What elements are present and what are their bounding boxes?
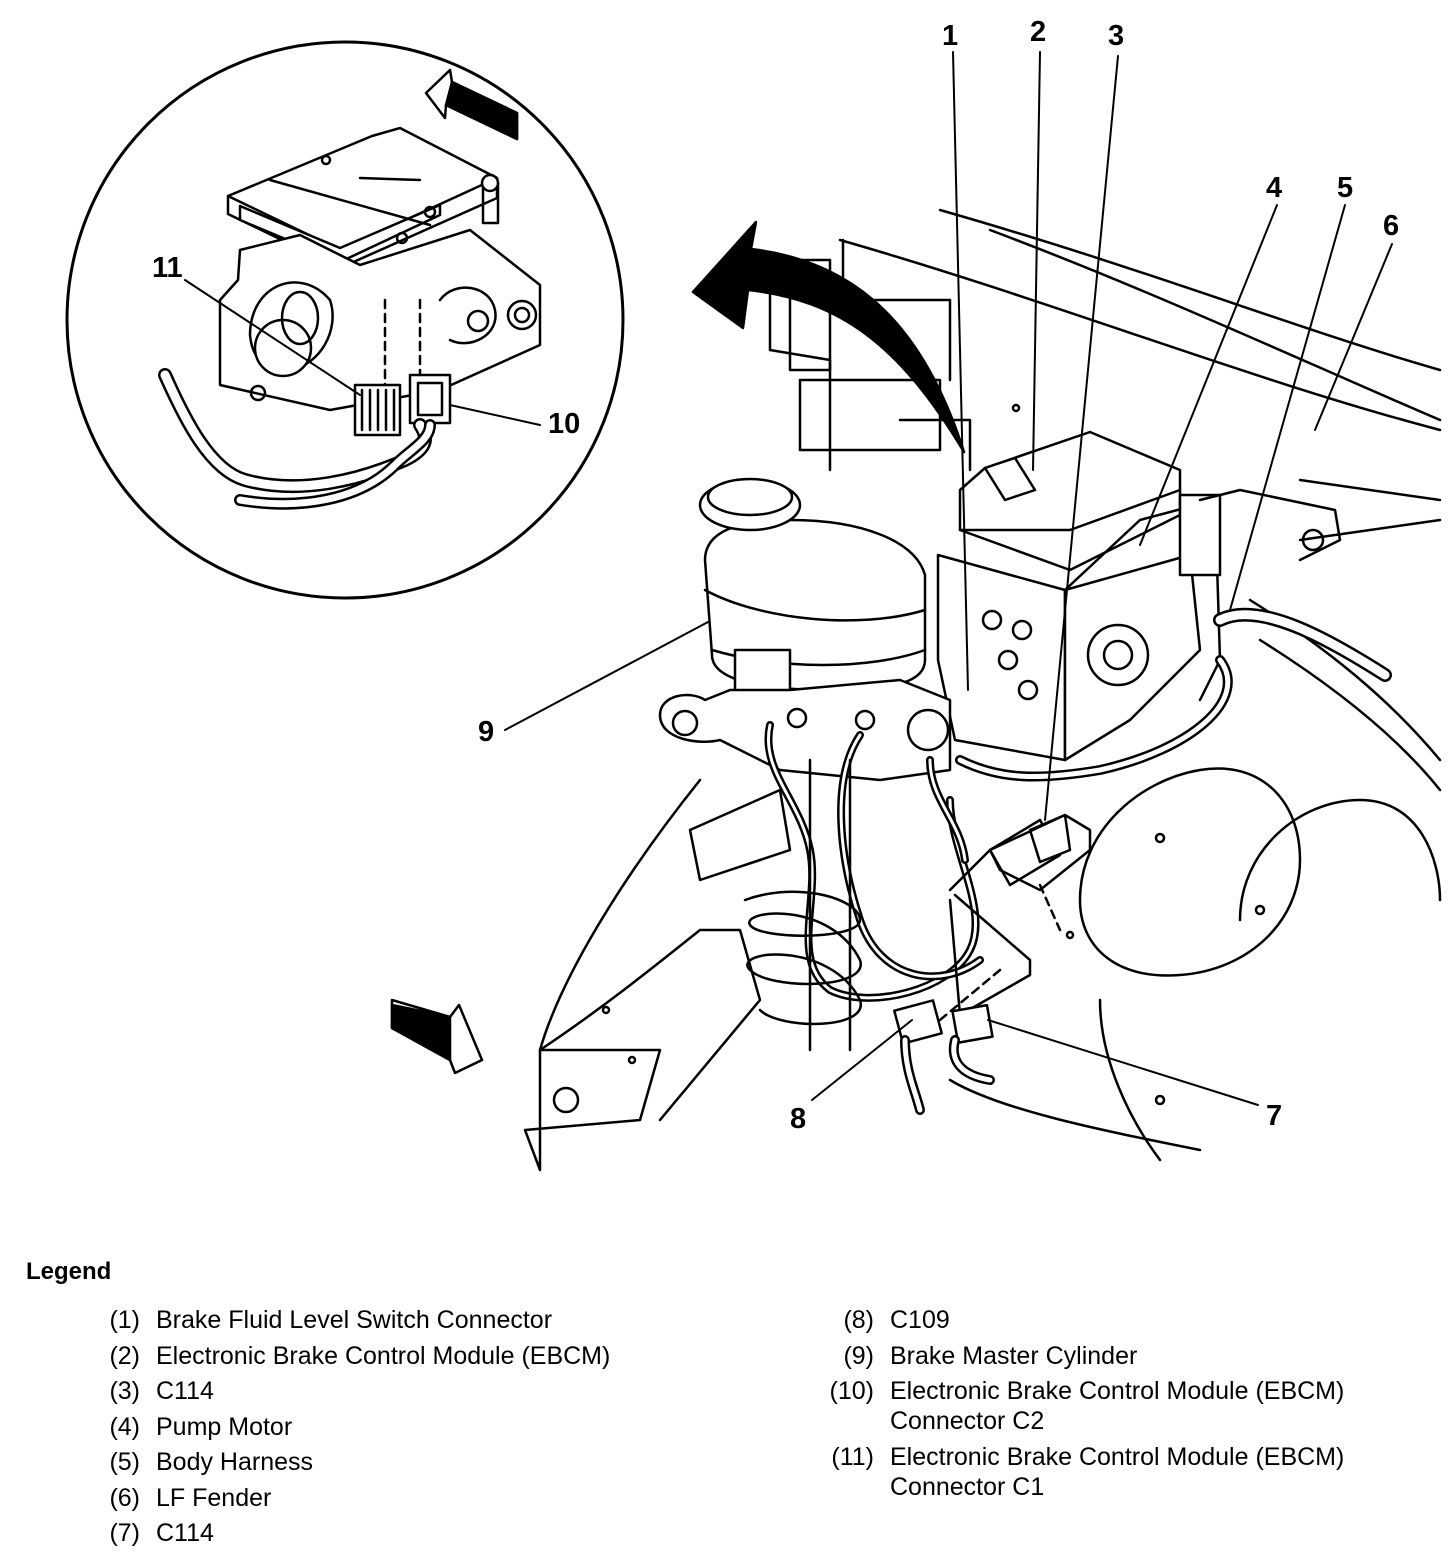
legend-number: (6) xyxy=(109,1483,140,1512)
legend-item: (10) Electronic Brake Control Module (EBC… xyxy=(822,1376,1400,1436)
legend-item: (5) Body Harness xyxy=(88,1447,610,1477)
legend-text: C114 xyxy=(156,1377,214,1405)
legend-number: (10) xyxy=(829,1377,874,1405)
legend-item: (1) Brake Fluid Level Switch Connector xyxy=(88,1305,610,1335)
leader-lines xyxy=(504,51,1393,1106)
callout-5: 5 xyxy=(1337,172,1354,204)
legend-number: (5) xyxy=(109,1448,140,1476)
forward-arrow-icon xyxy=(424,68,519,141)
legend-number: (2) xyxy=(109,1341,140,1370)
callout-7: 7 xyxy=(1266,1100,1283,1132)
legend-text: Body Harness xyxy=(156,1448,314,1476)
legend-number: (8) xyxy=(843,1306,874,1334)
legend-item: (2) Electronic Brake Control Module (EBCM… xyxy=(88,1341,610,1371)
legend-title: Legend xyxy=(26,1258,112,1285)
callout-6: 6 xyxy=(1383,210,1400,242)
legend-item: (3) C114 xyxy=(88,1376,610,1406)
legend-left-column: (1) Brake Fluid Level Switch Connector (2… xyxy=(88,1305,610,1554)
callout-1: 1 xyxy=(942,20,959,52)
legend-text: Brake Master Cylinder xyxy=(890,1341,1138,1370)
legend-item: (6) LF Fender xyxy=(88,1483,610,1513)
legend-number: (1) xyxy=(109,1306,140,1334)
legend-number: (3) xyxy=(109,1377,140,1405)
legend-number: (7) xyxy=(109,1519,140,1547)
callout-4: 4 xyxy=(1266,172,1283,204)
callout-8: 8 xyxy=(790,1103,807,1135)
legend-item: (7) C114 xyxy=(88,1518,610,1548)
legend-text: C114 xyxy=(156,1519,214,1547)
direction-arrow-icon xyxy=(390,998,484,1075)
legend-text: Electronic Brake Control Module (EBCM) xyxy=(156,1341,611,1370)
callout-10: 10 xyxy=(548,408,581,440)
legend-text: Brake Fluid Level Switch Connector xyxy=(156,1306,553,1334)
callout-11: 11 xyxy=(152,252,183,284)
swing-arrow-icon xyxy=(691,220,966,454)
legend-item: (9) Brake Master Cylinder xyxy=(822,1341,1400,1371)
legend-item: (8) C109 xyxy=(822,1305,1400,1335)
legend-text: Electronic Brake Control Module (EBCM) C… xyxy=(890,1377,1345,1435)
legend-number: (4) xyxy=(109,1412,140,1441)
legend-item: (4) Pump Motor xyxy=(88,1412,610,1442)
callout-9: 9 xyxy=(478,716,495,748)
callout-2: 2 xyxy=(1030,16,1047,48)
main-engine-view xyxy=(390,208,1442,1172)
legend-text: Pump Motor xyxy=(156,1412,293,1441)
legend-text: LF Fender xyxy=(156,1483,272,1512)
legend-text: Electronic Brake Control Module (EBCM) C… xyxy=(890,1442,1345,1501)
callout-3: 3 xyxy=(1108,20,1125,52)
legend-number: (11) xyxy=(831,1442,874,1471)
detail-inset-view xyxy=(65,40,625,600)
legend-text: C109 xyxy=(890,1306,950,1334)
ebcm-location-illustration xyxy=(65,40,1442,1172)
legend-number: (9) xyxy=(843,1341,874,1370)
legend-item: (11) Electronic Brake Control Module (EBC… xyxy=(822,1442,1400,1502)
legend-right-column: (8) C109 (9) Brake Master Cylinder (10) Ele… xyxy=(822,1305,1400,1507)
